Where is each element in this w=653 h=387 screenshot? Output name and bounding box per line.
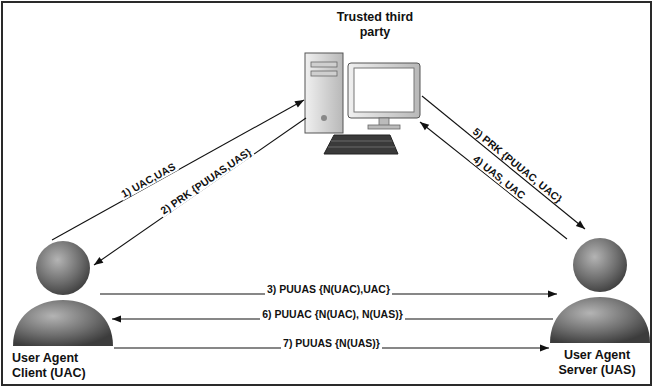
arrow-line [52,100,304,240]
actor-node: User Agent Client (UAC) [8,228,120,383]
arrow-head [420,122,429,130]
arrow-line [420,122,567,239]
node-label: User Agent Server (UAS) [547,348,647,378]
arrow-head [576,221,585,229]
person-icon [13,241,113,346]
arrow-head [540,345,549,352]
arrow-head [548,291,557,298]
message-arrow [94,118,306,265]
arrow-head [112,316,121,323]
arrow-line [422,96,585,229]
arrow-line [94,118,306,265]
person-icon [550,238,650,343]
actor-node: User Agent Server (UAS) [545,225,649,383]
node-label: Trusted third party [322,10,428,40]
message-label: 1) UAC,UAS [117,159,179,201]
arrow-head [94,257,103,265]
node-label: User Agent Client (UAC) [12,351,112,381]
server-node: Trusted third party [300,8,430,158]
message-arrow [52,100,304,240]
message-label: 6) PUUAC {N(UAC), N(UAS)} [260,308,405,320]
message-label: 7) PUUAS {N(UAS)} [281,337,382,349]
message-label: 3) PUUAS {N(UAC),UAC} [265,283,392,295]
arrow-head [294,100,304,107]
message-arrow [420,122,567,239]
message-arrow [422,96,585,229]
computer-icon [305,53,420,154]
